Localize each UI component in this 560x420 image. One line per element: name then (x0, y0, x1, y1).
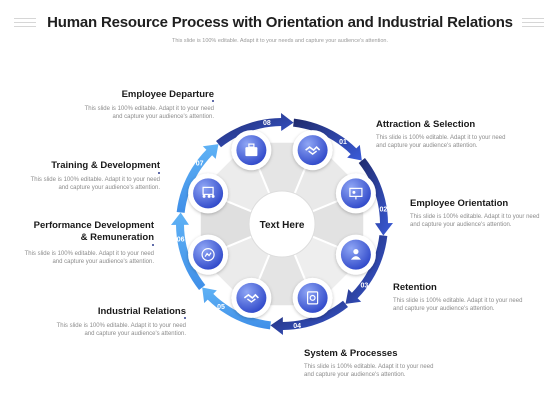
step-number-03: 03 (360, 282, 368, 289)
step-desc-05: This slide is 100% editable. Adapt it to… (56, 323, 186, 337)
step-icon-05 (231, 277, 272, 318)
step-icon-07 (188, 173, 229, 214)
step-icon-06 (188, 234, 229, 275)
step-desc-07: This slide is 100% editable. Adapt it to… (30, 177, 160, 191)
step-number-07: 07 (196, 161, 204, 168)
step-number-04: 04 (293, 323, 301, 330)
center-label: Text Here (260, 220, 305, 231)
label-dot (158, 172, 160, 174)
training-icon (202, 186, 215, 198)
step-desc-03: This slide is 100% editable. Adapt it to… (393, 298, 523, 312)
cycle-arrow-05 (202, 287, 271, 330)
cycle-arrow-08 (216, 113, 294, 148)
label-dot (152, 244, 154, 246)
growth-icon (201, 248, 215, 262)
presentation-icon (349, 187, 363, 200)
step-label-08: Employee Departure (121, 89, 214, 100)
cycle-arrow-03 (345, 235, 388, 304)
step-icon-03 (335, 234, 376, 275)
step-number-05: 05 (217, 304, 225, 311)
step-desc-08: This slide is 100% editable. Adapt it to… (84, 106, 214, 120)
page-title: Human Resource Process with Orientation … (47, 14, 513, 31)
step-desc-01: This slide is 100% editable. Adapt it to… (376, 135, 506, 149)
step-icon-02 (335, 173, 376, 214)
label-dot (184, 317, 186, 319)
page-subtitle: This slide is 100% editable. Adapt it to… (172, 38, 388, 44)
cycle-arrow-04 (270, 300, 348, 335)
step-label-03: Retention (393, 282, 437, 293)
step-desc-06: This slide is 100% editable. Adapt it to… (24, 251, 154, 265)
step-desc-04: This slide is 100% editable. Adapt it to… (304, 364, 434, 378)
step-number-08: 08 (263, 120, 271, 127)
handshake-icon (243, 293, 259, 303)
step-label-07: Training & Development (51, 160, 160, 171)
step-icon-01 (292, 130, 333, 171)
cycle-arrow-07 (176, 144, 219, 213)
step-label-02: Employee Orientation (410, 198, 509, 209)
cycle-arrow-06 (171, 212, 206, 290)
step-number-06: 06 (177, 237, 185, 244)
step-label-01: Attraction & Selection (376, 119, 476, 130)
briefcase-icon (245, 143, 258, 157)
decorative-lines-right (522, 18, 544, 32)
center-circle (248, 190, 316, 258)
cycle-arrow-02 (358, 158, 393, 236)
step-label-05: Industrial Relations (97, 306, 186, 317)
label-dot (212, 100, 214, 102)
step-desc-02: This slide is 100% editable. Adapt it to… (410, 214, 540, 228)
step-icon-04 (292, 277, 333, 318)
step-label-04: System & Processes (304, 348, 398, 359)
step-number-02: 02 (379, 206, 387, 213)
step-icon-08 (231, 130, 272, 171)
step-label-06: Performance Development & Remuneration (33, 220, 154, 243)
decorative-lines-left (14, 18, 36, 32)
cycle-arrow-01 (293, 118, 362, 161)
handshake-icon (305, 145, 321, 155)
person-icon (350, 249, 361, 260)
gear-document-icon (307, 291, 319, 305)
step-number-01: 01 (339, 139, 347, 146)
